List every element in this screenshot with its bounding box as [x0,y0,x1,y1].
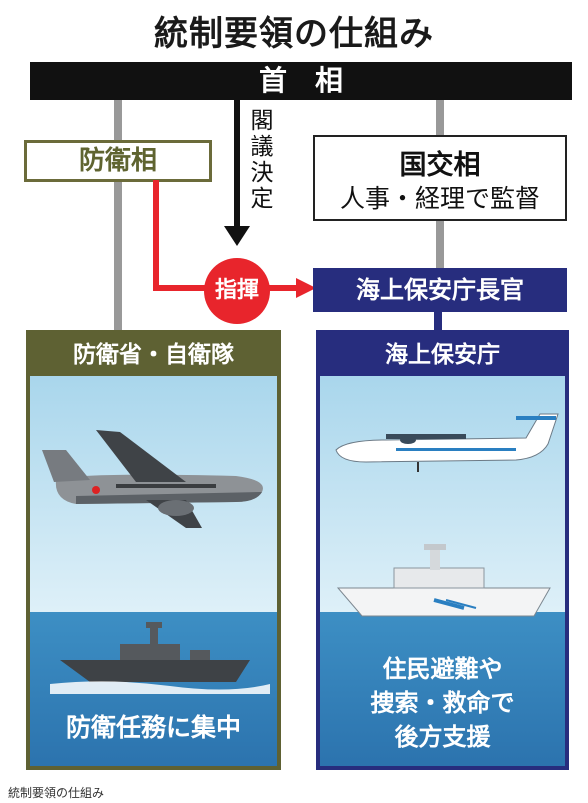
prime-minister-label: 首相 [258,64,371,97]
connector-jcg-panel [434,312,442,332]
jcg-commandant-box: 海上保安庁長官 [313,268,567,312]
mlit-minister-box: 国交相 人事・経理で監督 [313,135,567,221]
cabinet-decision-label: 閣議決定 [250,108,274,212]
prime-minister-bar: 首相 [30,62,572,100]
mlit-minister-name: 国交相 [399,150,481,181]
cabinet-decision-arrow [224,100,250,246]
warship-icon [50,622,270,694]
defense-minister-box: 防衛相 [24,140,212,182]
aircraft-icon [42,430,263,528]
jcg-support-line-3: 後方支援 [394,723,491,751]
diagram-title: 統制要領の仕組み [154,14,434,54]
patrol-ship-icon [336,544,551,617]
image-caption: 統制要領の仕組み [8,786,105,800]
defense-mission-note: 防衛任務に集中 [65,713,241,742]
command-badge: 指揮 [204,258,270,324]
jcg-support-note: 住民避難や 捜索・救命で 後方支援 [320,652,565,754]
connector-pm-defense [114,100,122,140]
defense-ministry-header: 防衛省・自衛隊 [30,334,277,376]
jcg-panel: 海上保安庁 住民避難や 捜索・救命で 後方支援 [316,330,569,770]
sea-background [320,612,565,766]
connector-mlit-jcg [436,221,444,268]
defense-ministry-panel: 防衛省・自衛隊 防衛任務に集中 [26,330,281,770]
jcg-support-line-1: 住民避難や [382,655,503,683]
mlit-minister-role: 人事・経理で監督 [339,184,540,213]
connector-defense-ministry [114,182,122,332]
patrol-plane-icon [335,413,559,472]
connector-pm-mlit [436,100,444,135]
jcg-support-line-2: 捜索・救命で [370,689,515,717]
jcg-header: 海上保安庁 [320,334,565,376]
